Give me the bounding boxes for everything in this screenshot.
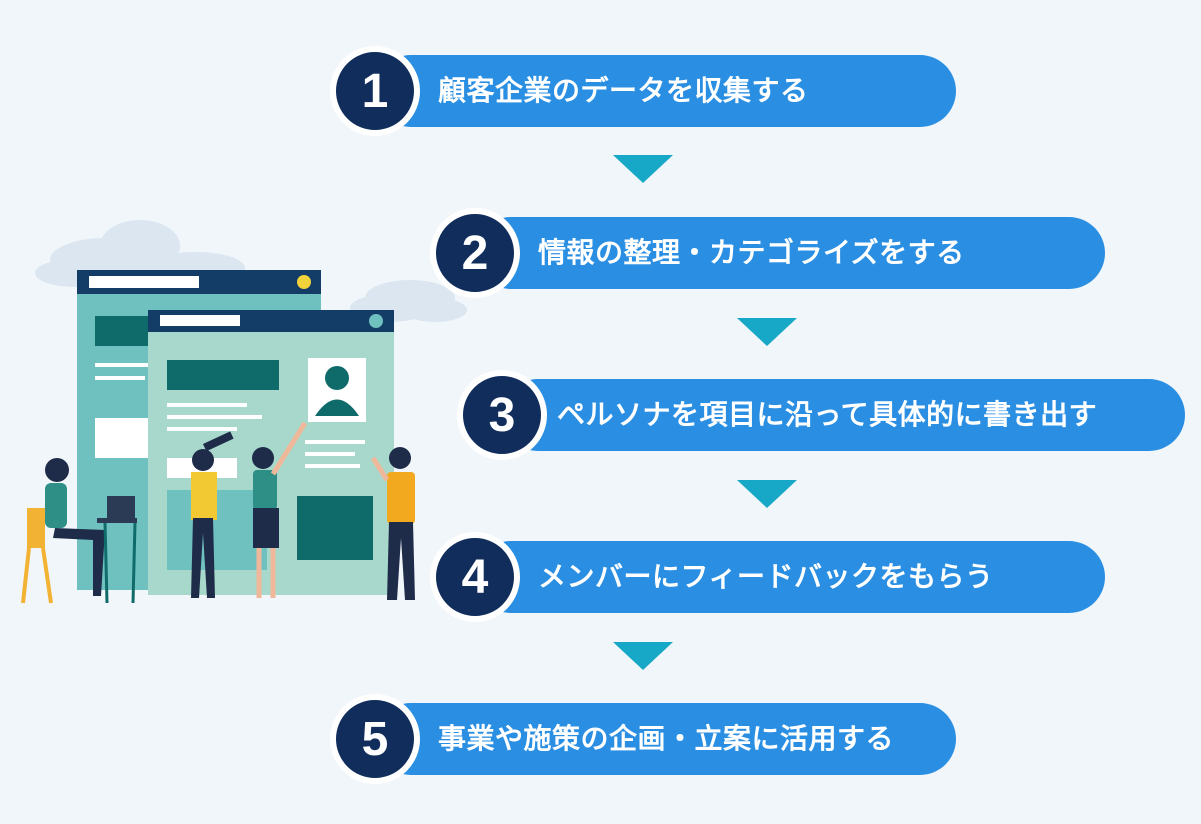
person-pointing [252, 421, 308, 598]
step-2: 情報の整理・カテゴライズをする 2 [430, 208, 1105, 298]
step-3-text: ペルソナを項目に沿って具体的に書き出す [557, 398, 1098, 431]
down-arrow-icon [737, 318, 797, 346]
step-5-pill [375, 703, 956, 775]
step-5: 事業や施策の企画・立案に活用する 5 [330, 694, 956, 784]
step-1-pill [375, 55, 956, 127]
step-3: ペルソナを項目に沿って具体的に書き出す 3 [457, 370, 1185, 460]
down-arrow-icon [737, 480, 797, 508]
down-arrow-icon [613, 642, 673, 670]
person-standing [370, 447, 415, 600]
person-with-telescope [191, 431, 234, 598]
step-4-pill [475, 541, 1105, 613]
step-4-number: 4 [430, 532, 520, 622]
step-1: 顧客企業のデータを収集する 1 [330, 46, 956, 136]
step-4-text: メンバーにフィードバックをもらう [538, 560, 994, 593]
step-2-text: 情報の整理・カテゴライズをする [538, 236, 965, 269]
step-1-number: 1 [330, 46, 420, 136]
step-1-text: 顧客企業のデータを収集する [438, 74, 809, 107]
step-2-number: 2 [430, 208, 520, 298]
step-3-number: 3 [457, 370, 547, 460]
step-2-pill [475, 217, 1105, 289]
person-at-desk [21, 458, 137, 604]
team-illustration [21, 220, 467, 604]
step-3-pill [502, 379, 1185, 451]
step-4: メンバーにフィードバックをもらう 4 [430, 532, 1105, 622]
step-5-number: 5 [330, 694, 420, 784]
step-5-text: 事業や施策の企画・立案に活用する [438, 722, 895, 755]
down-arrow-icon [613, 155, 673, 183]
